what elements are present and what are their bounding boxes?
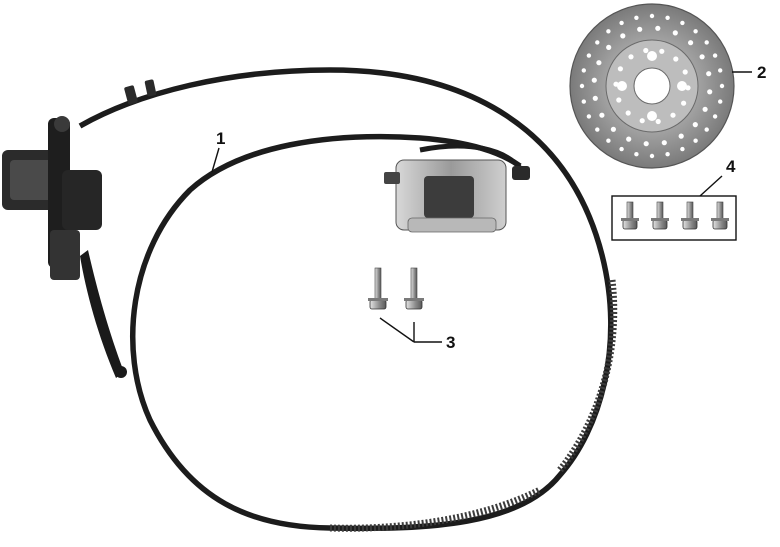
disc-hole: [649, 13, 655, 19]
brake-caliper: [384, 143, 530, 233]
caliper-bolts: [368, 267, 424, 310]
disc-hole: [659, 48, 665, 54]
disc-hole: [591, 77, 597, 83]
disc-hole: [581, 99, 586, 104]
disc-hole: [680, 20, 685, 26]
disc-hole: [620, 33, 626, 39]
disc-hole: [655, 118, 661, 125]
disc-hole: [706, 71, 712, 77]
disc-hole: [586, 53, 592, 58]
disc-hole: [718, 68, 723, 73]
disc-hole: [595, 40, 600, 45]
bolt: [681, 201, 699, 230]
bolt: [621, 201, 639, 230]
disc-hole: [678, 133, 684, 139]
disc-hole: [586, 114, 592, 119]
callout-4-label: 4: [726, 157, 736, 176]
disc-hole: [643, 141, 649, 147]
bolt: [368, 267, 388, 310]
brake-disc: [569, 3, 735, 169]
disc-hole: [655, 25, 661, 31]
disc-hole: [592, 95, 598, 101]
disc-hole: [616, 97, 622, 103]
disc-hole: [581, 68, 586, 73]
disc-hole: [665, 152, 670, 157]
disc-hole: [628, 54, 634, 60]
disc-bolt-set: [621, 201, 729, 230]
disc-hole: [649, 153, 655, 159]
disc-hole: [672, 30, 678, 36]
disc-hole: [639, 118, 645, 124]
disc-hole: [699, 54, 705, 60]
callout-4: 4: [699, 157, 736, 197]
disc-hole: [626, 136, 632, 142]
disc-hole: [685, 85, 691, 91]
disc-hole: [634, 15, 639, 20]
callout-2: 2: [732, 63, 766, 82]
disc-hole: [712, 114, 718, 119]
callout-3: 3: [379, 317, 455, 352]
disc-hole: [693, 138, 698, 143]
disc-hole: [665, 15, 670, 20]
disc-hole: [670, 112, 676, 118]
callout-1: 1: [211, 129, 225, 173]
bolt: [711, 201, 729, 230]
disc-hole: [606, 29, 611, 34]
disc-hole: [702, 106, 708, 112]
disc-hole: [673, 56, 679, 62]
callout-2-label: 2: [757, 63, 766, 82]
disc-hole: [682, 69, 688, 75]
disc-hole: [680, 146, 685, 152]
disc-hole: [599, 112, 605, 118]
disc-hole: [707, 89, 713, 95]
disc-bolts: [611, 195, 737, 241]
disc-hole: [619, 20, 624, 26]
disc-hole: [718, 99, 723, 104]
disc-hole: [719, 83, 725, 89]
disc-hole: [625, 110, 631, 116]
callout-3-label: 3: [446, 333, 455, 352]
disc-hole: [681, 100, 687, 106]
disc-hole: [610, 126, 617, 132]
disc-hole: [596, 60, 602, 66]
disc-hole: [704, 127, 709, 132]
disc-bolts-frame: [611, 195, 737, 241]
master-cylinder: [2, 116, 127, 378]
disc-hole: [693, 29, 698, 34]
disc-hole: [613, 81, 619, 87]
bolt: [404, 267, 424, 310]
disc-hole: [692, 122, 698, 128]
disc-ventilation-holes: [579, 13, 725, 159]
bolt: [651, 201, 669, 230]
disc-hole: [579, 83, 585, 89]
disc-hole: [643, 47, 649, 54]
disc-hole: [688, 40, 694, 46]
disc-hole: [712, 53, 718, 58]
brake-hose-outer: [78, 67, 618, 532]
callout-1-label: 1: [216, 129, 225, 148]
disc-hole: [606, 138, 611, 143]
disc-hole: [595, 127, 600, 132]
disc-hole: [619, 146, 624, 152]
disc-hole: [617, 66, 624, 72]
disc-hole: [634, 152, 639, 157]
disc-hole: [704, 40, 709, 45]
disc-hole: [606, 44, 612, 51]
disc-hole: [637, 26, 643, 32]
disc-hole: [661, 140, 667, 146]
